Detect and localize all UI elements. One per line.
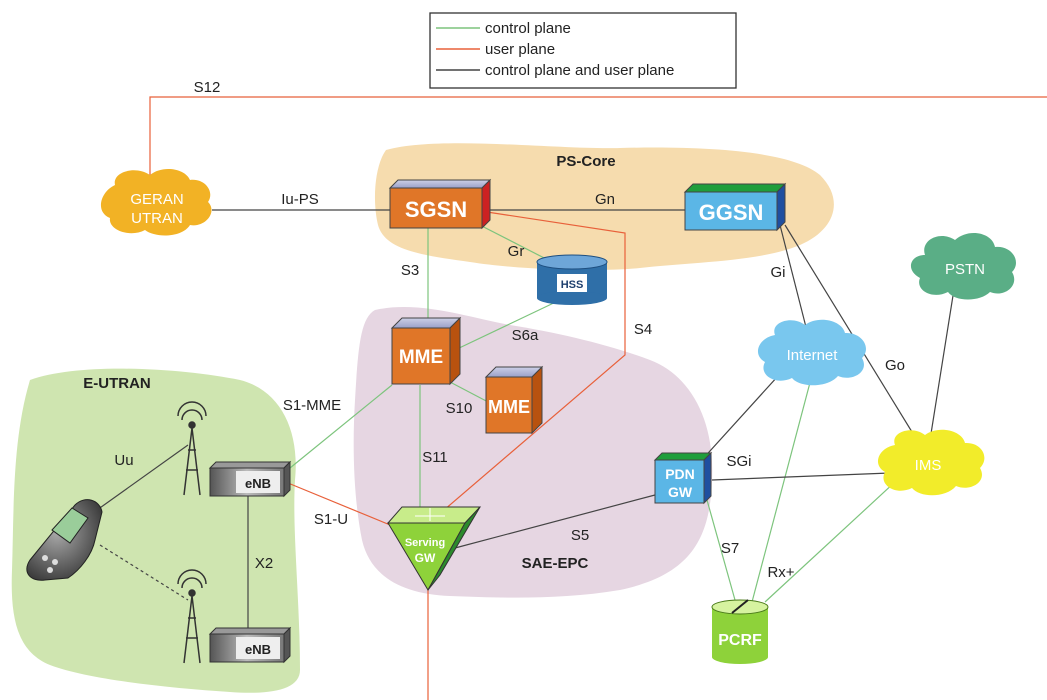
pcrf-node [711,599,769,664]
serving-gw-node [386,506,482,592]
link-ue-enb2 [99,544,189,601]
geran-utran-cloud [100,168,212,236]
mme2-label: MME [488,397,530,417]
sgsn-label: SGSN [405,197,467,222]
ims-label: IMS [915,457,942,474]
iface-s1-mme: S1-MME [283,397,341,414]
internet-cloud [757,319,866,386]
pdn-gw-node [653,451,713,505]
antenna-icon [177,401,207,496]
ggsn-node [683,182,787,232]
e-utran-label: E-UTRAN [83,375,151,392]
pdn-gw-label: GW [668,484,693,500]
iface-x2: X2 [255,555,273,572]
iface-s7: S7 [721,540,739,557]
iface-s1-u: S1-U [314,511,348,528]
legend-control-label: control plane [485,20,571,37]
link-s10 [449,381,491,404]
iface-uu: Uu [114,452,133,469]
mme1-node [390,316,462,386]
legend-user-label: user plane [485,41,555,58]
link-s12 [149,96,1047,185]
ps-core-region [374,143,834,270]
enb1-label: eNB [245,476,271,491]
link-internet-pdn [699,364,789,463]
link-internet-pcrf [751,374,813,603]
phone-icon [26,499,103,581]
link-s1-mme [289,384,393,469]
pstn-label: PSTN [945,261,985,278]
iface-s4: S4 [634,321,652,338]
sgsn-node [388,178,492,230]
mme1-label: MME [399,347,443,368]
link-s7 [706,499,736,601]
link-s4 [422,211,626,529]
pdn-label: PDN [665,466,695,482]
pcrf-label: PCRF [718,632,762,649]
legend-both-label: control plane and user plane [485,62,674,79]
iface-iu-ps: Iu-PS [281,191,319,208]
link-sgi [711,472,891,481]
link-gi [779,224,809,336]
geran-label: GERAN [130,191,183,208]
iface-sgi: SGi [726,453,751,470]
iface-s6a: S6a [512,327,539,344]
link-pstn-ims [929,282,956,441]
ggsn-label: GGSN [699,200,764,225]
antenna-icon [177,569,207,664]
ps-core-label: PS-Core [556,153,615,170]
iface-gi: Gi [771,264,786,281]
iface-s10: S10 [446,400,473,417]
hss-label: HSS [561,279,584,291]
link-s1-u [287,482,396,528]
sae-epc-label: SAE-EPC [522,555,589,572]
link-uu [89,444,189,516]
enb2-label: eNB [245,642,271,657]
iface-s3: S3 [401,262,419,279]
enb1-node [208,460,292,498]
iface-gn: Gn [595,191,615,208]
iface-gr: Gr [508,243,525,260]
serving-gw-label-2: GW [415,551,436,565]
enb2-node [208,626,292,664]
ims-cloud [877,429,985,496]
iface-s5: S5 [571,527,589,544]
iface-go: Go [885,357,905,374]
mme2-node [484,365,544,435]
link-rx [764,481,896,603]
user-plane-links [149,96,1047,700]
iface-s11: S11 [422,449,448,466]
e-utran-region [11,368,300,693]
hss-node [536,254,608,305]
serving-gw-label-1: Serving [405,537,445,549]
iface-rx: Rx+ [767,564,794,581]
internet-label: Internet [787,347,839,364]
legend-box [429,12,737,89]
iface-s12: S12 [194,79,221,96]
utran-label: UTRAN [131,210,183,227]
link-s5 [454,494,656,549]
pstn-cloud [910,232,1016,300]
link-s6a [454,299,561,351]
